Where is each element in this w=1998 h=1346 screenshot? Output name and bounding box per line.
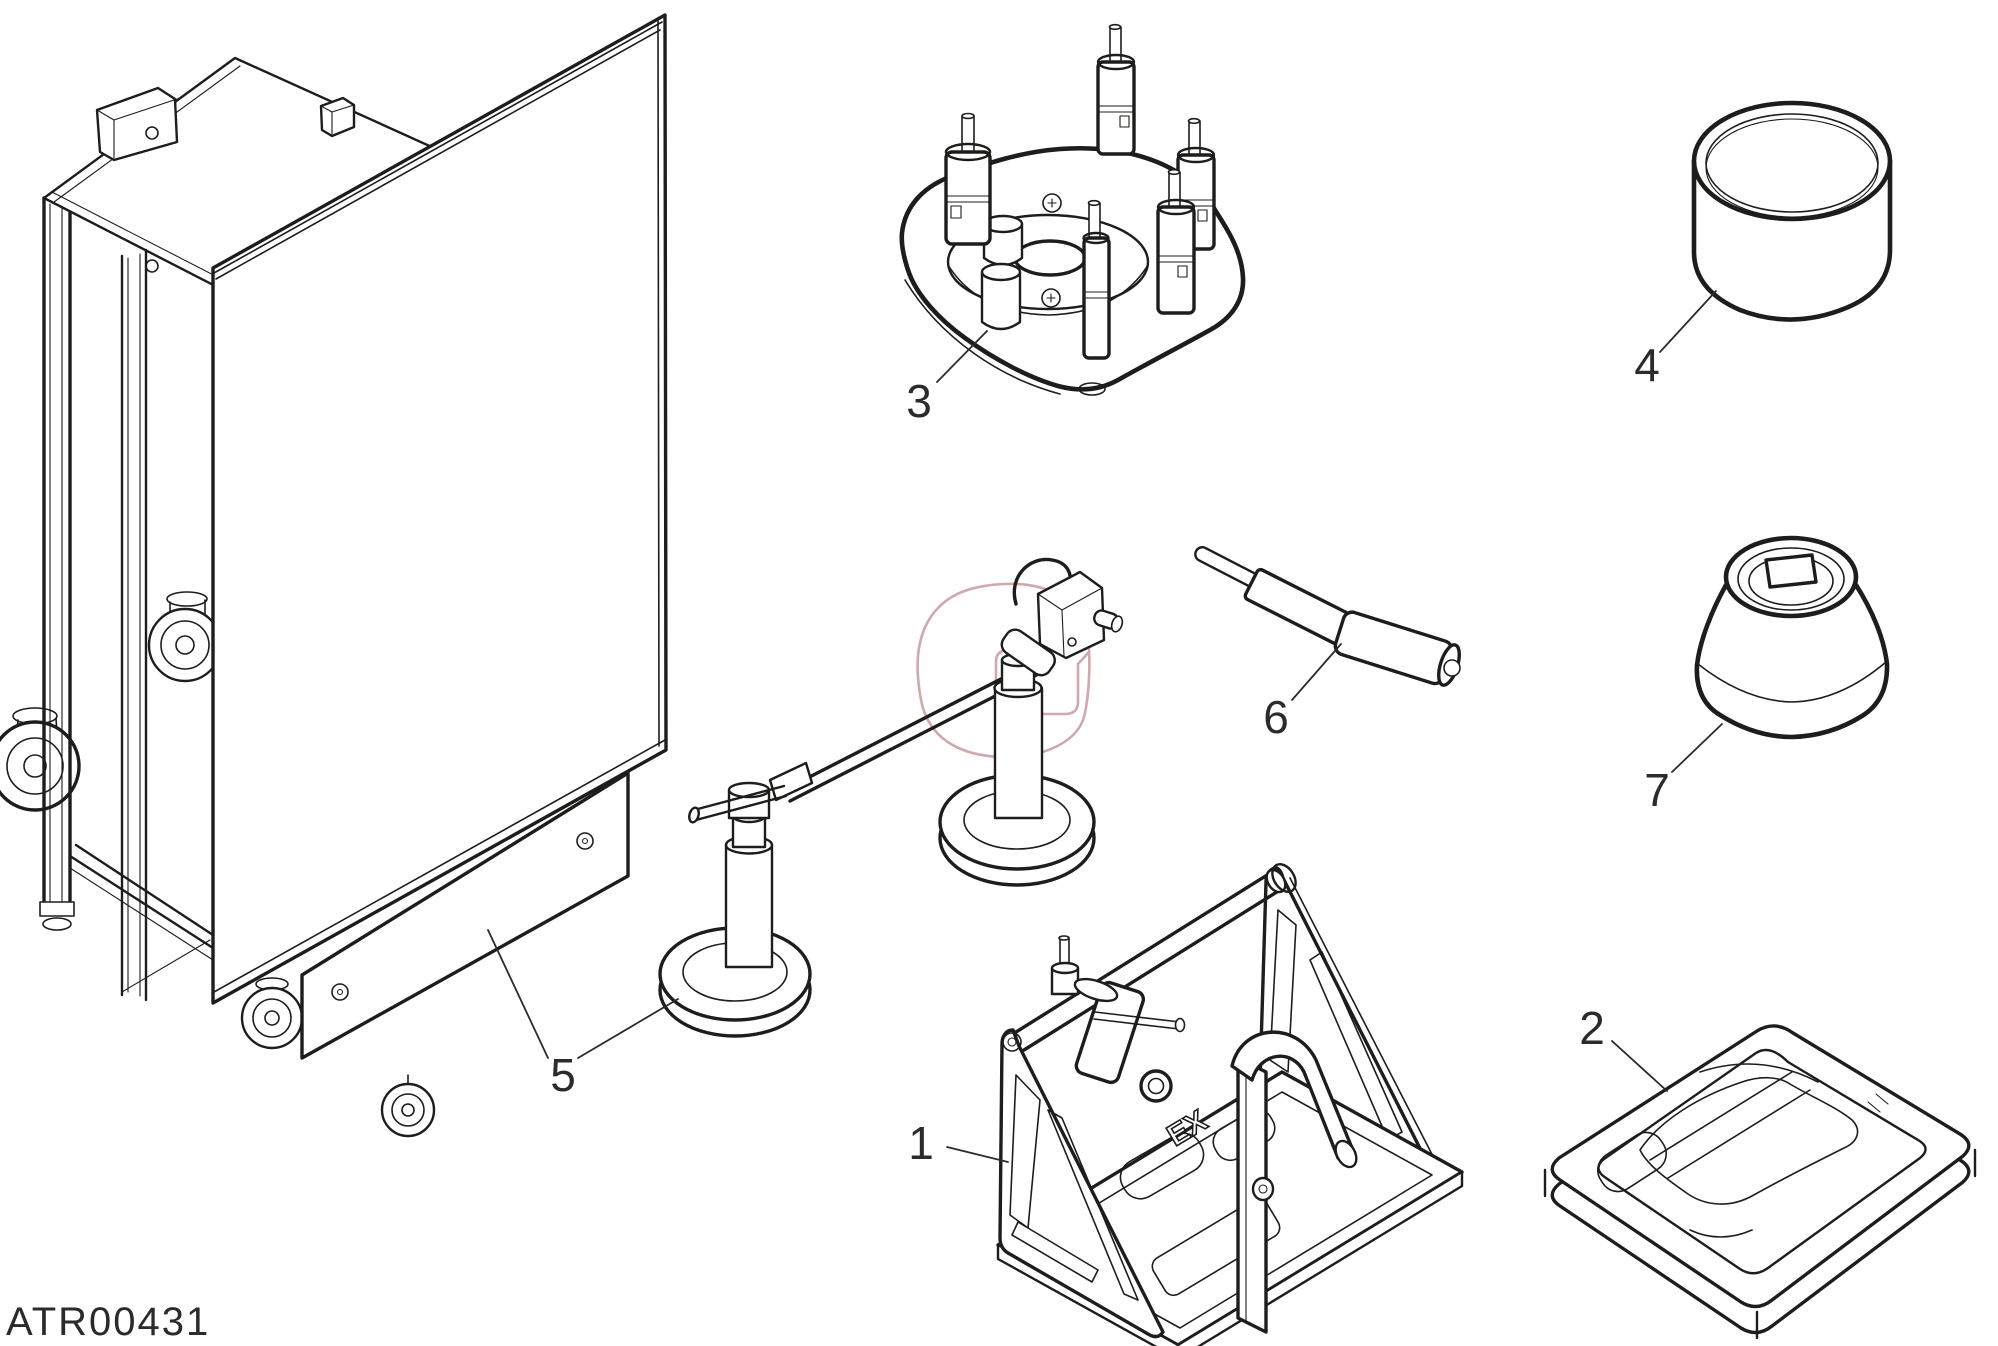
part-compressor-plate — [899, 23, 1246, 396]
caster-wheel-icon — [380, 1074, 436, 1138]
guide-post — [1156, 168, 1196, 315]
callout-4[interactable]: 4 — [1634, 290, 1717, 391]
drawing-code: ATR00431 — [6, 1300, 210, 1344]
part-shaped-tray — [1543, 1024, 1977, 1340]
frame-mounted-tool — [1050, 935, 1186, 1103]
callout-number: 7 — [1644, 764, 1670, 816]
callout-6[interactable]: 6 — [1263, 643, 1342, 743]
callout-number: 4 — [1634, 339, 1660, 391]
part-cylindrical-cup — [1691, 100, 1893, 322]
cabinet-door-panel — [211, 13, 668, 1005]
caster-wheel-icon — [0, 707, 81, 812]
part-tool-cabinet — [0, 13, 668, 1138]
callout-number: 1 — [908, 1117, 934, 1169]
caster-wheel-icon — [240, 977, 304, 1050]
caster-wheel-icon — [147, 591, 223, 683]
part-dial-gauge-stands — [658, 557, 1124, 1038]
callout-7[interactable]: 7 — [1644, 723, 1723, 816]
callout-2[interactable]: 2 — [1579, 1002, 1668, 1092]
callout-number: 2 — [1579, 1002, 1605, 1054]
guide-post — [1082, 199, 1111, 360]
callout-number: 5 — [550, 1049, 576, 1101]
callout-5[interactable]: 5 — [487, 929, 679, 1101]
part-support-frame: EX — [996, 863, 1464, 1346]
cabinet-kick-panel — [300, 771, 630, 1060]
callout-3[interactable]: 3 — [906, 330, 988, 427]
callout-number: 6 — [1263, 691, 1289, 743]
callout-number: 3 — [906, 375, 932, 427]
guide-post — [1096, 23, 1136, 156]
callout-1[interactable]: 1 — [908, 1117, 1009, 1169]
frame-handle — [1230, 1030, 1358, 1334]
part-cone-socket — [1694, 535, 1890, 740]
part-punch-tool — [1194, 546, 1461, 687]
guide-post — [944, 112, 992, 246]
